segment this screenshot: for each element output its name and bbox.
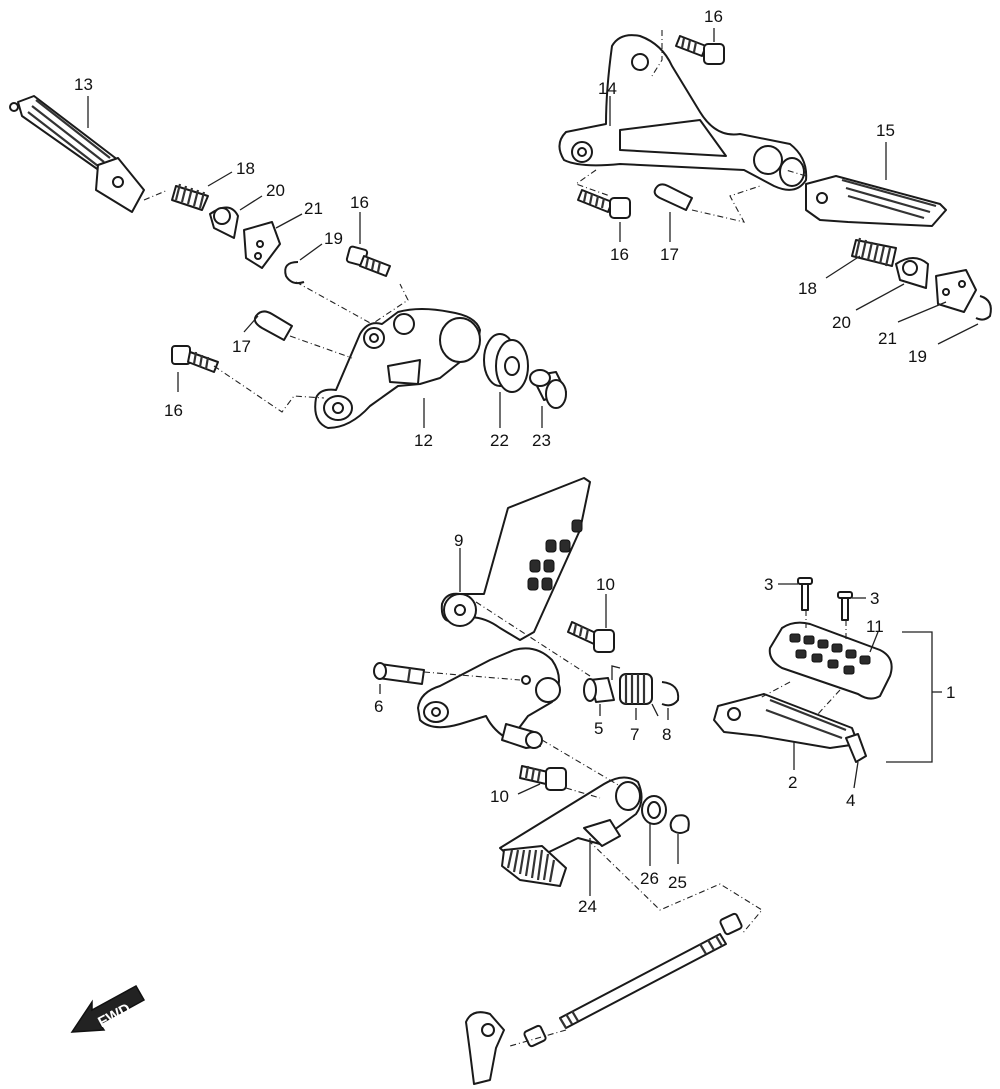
label-10-upper: 10 xyxy=(596,575,615,594)
label-11: 11 xyxy=(866,617,884,636)
screw-3-right xyxy=(837,591,853,621)
label-18-left: 18 xyxy=(236,159,255,178)
heel-guard-9 xyxy=(440,477,591,641)
label-17-left: 17 xyxy=(232,337,251,356)
label-21-right: 21 xyxy=(878,329,897,348)
plate-21 xyxy=(243,221,281,269)
label-18-right: 18 xyxy=(798,279,817,298)
plate-21-right xyxy=(935,269,977,313)
footpeg-15 xyxy=(805,175,947,227)
label-1: 1 xyxy=(946,683,955,702)
return-spring-7 xyxy=(611,665,659,717)
label-10-lower: 10 xyxy=(490,787,509,806)
clip-19-right xyxy=(975,295,992,321)
label-3-left: 3 xyxy=(764,575,773,594)
bracket-12 xyxy=(314,308,481,429)
right-footpeg-assembly xyxy=(558,28,992,345)
detent-ball-20 xyxy=(209,206,239,239)
label-16-left-bottom: 16 xyxy=(164,401,183,420)
shift-lever-assembly xyxy=(373,477,763,1085)
shift-rod xyxy=(559,933,727,1029)
washer-26 xyxy=(641,795,667,825)
label-6: 6 xyxy=(374,697,383,716)
label-17-right: 17 xyxy=(660,245,679,264)
passenger-footpeg-set xyxy=(713,577,942,789)
label-7: 7 xyxy=(630,725,639,744)
pivot-pin-6 xyxy=(373,662,425,685)
clip-8 xyxy=(661,681,680,707)
pin-17-right xyxy=(653,183,693,211)
label-23: 23 xyxy=(532,431,551,450)
label-16-right-top: 16 xyxy=(704,7,723,26)
label-19-left: 19 xyxy=(324,229,343,248)
screw-3-left xyxy=(797,577,813,611)
clip-25 xyxy=(669,814,690,834)
label-26: 26 xyxy=(640,869,659,888)
part-labels: 13 18 20 21 16 19 17 16 12 22 23 16 14 1… xyxy=(74,7,955,916)
label-12: 12 xyxy=(414,431,433,450)
label-2: 2 xyxy=(788,773,797,792)
label-9: 9 xyxy=(454,531,463,550)
label-25: 25 xyxy=(668,873,687,892)
collar-23 xyxy=(529,369,567,409)
bolt-10-lower xyxy=(519,765,567,791)
peg-body-2 xyxy=(713,693,859,749)
collar-5 xyxy=(583,677,615,703)
fwd-arrow: FWD xyxy=(70,984,146,1033)
left-footpeg-assembly xyxy=(9,95,567,429)
pin-4 xyxy=(845,733,867,763)
label-13: 13 xyxy=(74,75,93,94)
bracket-14 xyxy=(558,34,808,191)
label-24: 24 xyxy=(578,897,597,916)
label-22: 22 xyxy=(490,431,509,450)
detent-ball-20-right xyxy=(895,257,929,289)
bolt-10-upper xyxy=(567,621,615,653)
label-3-right: 3 xyxy=(870,589,879,608)
label-16-left-top: 16 xyxy=(350,193,369,212)
bushing-22 xyxy=(483,333,529,393)
rod-end-nut-top xyxy=(719,912,743,936)
label-21-left: 21 xyxy=(304,199,323,218)
clip-19 xyxy=(284,261,305,285)
pin-17-left xyxy=(253,310,293,341)
rod-end-nut-bottom xyxy=(523,1024,547,1048)
bolt-16-top-right xyxy=(675,35,725,65)
label-5: 5 xyxy=(594,719,603,738)
label-15: 15 xyxy=(876,121,895,140)
label-14: 14 xyxy=(598,79,617,98)
shift-lever-24 xyxy=(499,776,643,887)
shift-arm xyxy=(465,1011,505,1085)
spring-18 xyxy=(171,183,209,211)
label-20-right: 20 xyxy=(832,313,851,332)
bolt-16-lower xyxy=(171,345,219,373)
label-8: 8 xyxy=(662,725,671,744)
label-16-right-bottom: 16 xyxy=(610,245,629,264)
rubber-pad-11 xyxy=(768,621,893,700)
label-19-right: 19 xyxy=(908,347,927,366)
footpeg-13 xyxy=(9,95,145,213)
label-4: 4 xyxy=(846,791,855,810)
bolt-16-lower-right xyxy=(577,189,631,219)
bolt-16-upper xyxy=(345,245,391,277)
spring-18-right xyxy=(851,237,897,267)
shift-pedal-body xyxy=(417,647,561,749)
label-20-left: 20 xyxy=(266,181,285,200)
